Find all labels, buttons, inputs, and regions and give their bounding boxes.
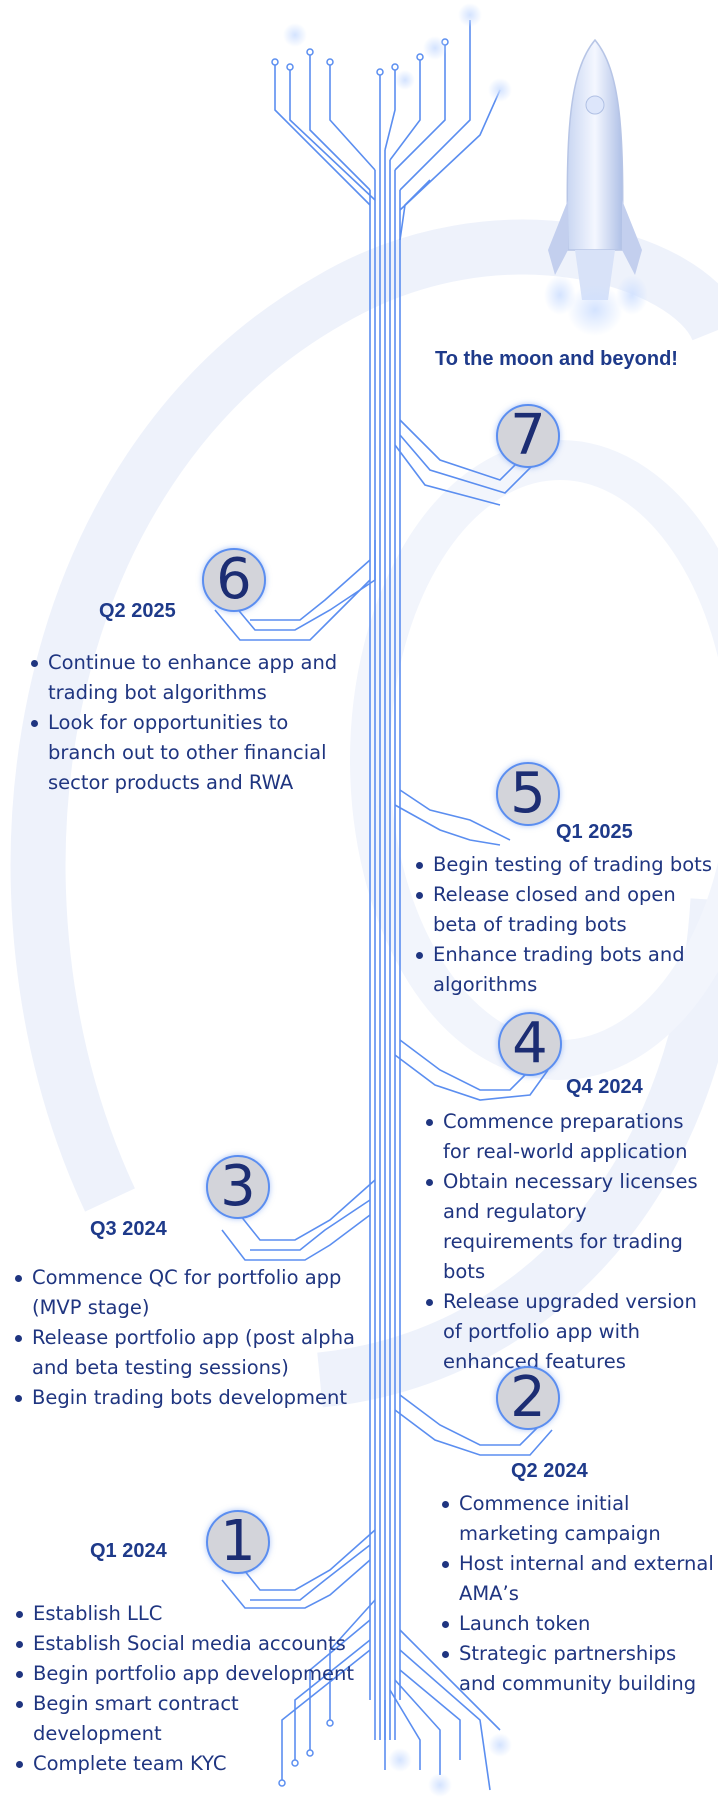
list-item: Enhance trading bots and algorithms bbox=[411, 940, 716, 1000]
milestone-6-quarter: Q2 2025 bbox=[99, 600, 176, 622]
glow-dots bbox=[283, 3, 512, 1797]
list-item: Begin trading bots development bbox=[10, 1383, 360, 1413]
circuit-node-dots bbox=[271, 38, 449, 1787]
milestone-5-quarter: Q1 2025 bbox=[556, 821, 633, 843]
list-item: Commence initial marketing campaign bbox=[437, 1489, 716, 1549]
list-item: Release upgraded version of portfolio ap… bbox=[421, 1287, 716, 1377]
milestone-3-list: Commence QC for portfolio app (MVP stage… bbox=[10, 1263, 360, 1413]
list-item: Complete team KYC bbox=[11, 1749, 371, 1779]
milestone-1-list: Establish LLC Establish Social media acc… bbox=[11, 1599, 371, 1779]
list-item: Begin portfolio app development bbox=[11, 1659, 371, 1689]
list-item: Commence QC for portfolio app (MVP stage… bbox=[10, 1263, 360, 1323]
list-item: Host internal and external AMA’s bbox=[437, 1549, 716, 1609]
list-item: Begin smart contract development bbox=[11, 1689, 371, 1749]
list-item: Begin testing of trading bots bbox=[411, 850, 716, 880]
milestone-3-badge: 3 bbox=[206, 1155, 270, 1219]
milestone-4-quarter: Q4 2024 bbox=[566, 1076, 643, 1098]
milestone-5-badge: 5 bbox=[496, 762, 560, 826]
circuit-trunk-graphic bbox=[214, 20, 553, 1791]
milestone-7-badge: 7 bbox=[496, 404, 560, 468]
list-item: Strategic partnerships and community bui… bbox=[437, 1639, 716, 1699]
milestone-4-list: Commence preparations for real-world app… bbox=[421, 1107, 716, 1377]
list-item: Continue to enhance app and trading bot … bbox=[26, 648, 356, 708]
milestone-2-quarter: Q2 2024 bbox=[511, 1460, 588, 1482]
background-swirl bbox=[10, 219, 718, 1408]
list-item: Establish LLC bbox=[11, 1599, 371, 1629]
milestone-6-badge: 6 bbox=[202, 548, 266, 612]
milestone-1-badge: 1 bbox=[206, 1510, 270, 1574]
list-item: Release closed and open beta of trading … bbox=[411, 880, 716, 940]
list-item: Establish Social media accounts bbox=[11, 1629, 371, 1659]
milestone-5-list: Begin testing of trading bots Release cl… bbox=[411, 850, 716, 1000]
milestone-4-badge: 4 bbox=[498, 1012, 562, 1076]
rocket-icon bbox=[544, 38, 648, 336]
list-item: Commence preparations for real-world app… bbox=[421, 1107, 716, 1167]
milestone-3-quarter: Q3 2024 bbox=[90, 1218, 167, 1240]
milestone-2-badge: 2 bbox=[496, 1366, 560, 1430]
list-item: Release portfolio app (post alpha and be… bbox=[10, 1323, 360, 1383]
slogan-text: To the moon and beyond! bbox=[435, 348, 678, 370]
list-item: Look for opportunities to branch out to … bbox=[26, 708, 356, 798]
milestone-1-quarter: Q1 2024 bbox=[90, 1540, 167, 1562]
list-item: Launch token bbox=[437, 1609, 716, 1639]
milestone-6-list: Continue to enhance app and trading bot … bbox=[26, 648, 356, 798]
milestone-2-list: Commence initial marketing campaign Host… bbox=[437, 1489, 716, 1699]
list-item: Obtain necessary licenses and regulatory… bbox=[421, 1167, 716, 1287]
